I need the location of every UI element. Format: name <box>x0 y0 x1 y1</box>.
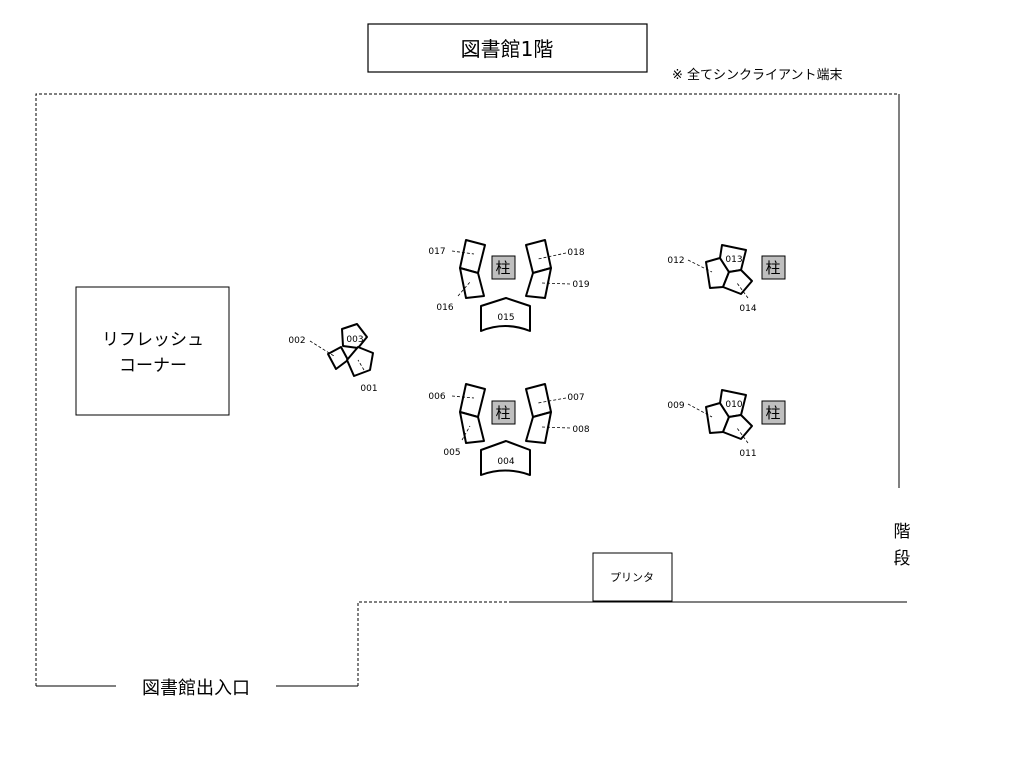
terminal-desk-016[interactable] <box>459 267 485 299</box>
terminal-desk-008[interactable] <box>525 411 552 444</box>
svg-text:プリンタ: プリンタ <box>610 571 654 584</box>
pillar: 柱 <box>491 400 516 425</box>
terminal-desk-004[interactable] <box>480 440 531 476</box>
floor-walls <box>35 93 907 687</box>
stairs-label: 階 段 <box>894 522 911 569</box>
svg-text:階: 階 <box>894 522 911 542</box>
terminal-label: 011 <box>739 449 756 459</box>
terminal-label: 012 <box>667 256 684 266</box>
terminal-label: 015 <box>497 313 514 323</box>
terminal-label: 004 <box>497 457 514 467</box>
terminal-desk-019[interactable] <box>525 267 552 299</box>
terminal-label: 005 <box>443 448 460 458</box>
svg-text:柱: 柱 <box>495 259 510 277</box>
terminal-label: 019 <box>572 280 589 290</box>
pillar: 柱 <box>491 255 516 280</box>
refresh-corner: リフレッシュ コーナー <box>75 286 230 416</box>
terminal-label: 008 <box>572 425 589 435</box>
svg-text:コーナー: コーナー <box>119 356 187 376</box>
terminal-label: 018 <box>567 248 584 258</box>
title-box: 図書館1階 <box>367 23 648 73</box>
terminal-label: 003 <box>346 335 363 345</box>
terminal-desk-001[interactable] <box>346 346 374 377</box>
terminal-note: ※ 全てシンクライアント端末 <box>672 67 843 83</box>
terminal-desk-005[interactable] <box>459 411 485 444</box>
svg-text:柱: 柱 <box>765 404 780 422</box>
page-title: 図書館1階 <box>461 37 554 61</box>
terminal-desk-003[interactable] <box>341 323 368 349</box>
terminal-desk-011[interactable] <box>722 414 753 440</box>
terminal-desk-014[interactable] <box>722 269 753 295</box>
pillar: 柱 <box>761 255 786 280</box>
terminal-label: 007 <box>567 393 584 403</box>
terminal-label: 014 <box>739 304 756 314</box>
leader-lines <box>309 250 749 444</box>
terminal-label: 017 <box>428 247 445 257</box>
terminal-label: 009 <box>667 401 684 411</box>
entrance-label: 図書館出入口 <box>142 678 250 699</box>
terminal-label: 001 <box>360 384 377 394</box>
svg-text:柱: 柱 <box>765 259 780 277</box>
pillar: 柱 <box>761 400 786 425</box>
svg-text:柱: 柱 <box>495 404 510 422</box>
svg-text:リフレッシュ: リフレッシュ <box>102 330 204 350</box>
terminal-desk-015[interactable] <box>480 297 531 332</box>
terminal-label: 016 <box>436 303 453 313</box>
svg-text:段: 段 <box>894 549 911 569</box>
terminal-desk-002[interactable] <box>327 346 349 370</box>
terminal-label: 002 <box>288 336 305 346</box>
printer: プリンタ <box>592 552 673 602</box>
terminal-label: 013 <box>725 255 742 265</box>
terminal-label: 010 <box>725 400 742 410</box>
terminal-label: 006 <box>428 392 445 402</box>
